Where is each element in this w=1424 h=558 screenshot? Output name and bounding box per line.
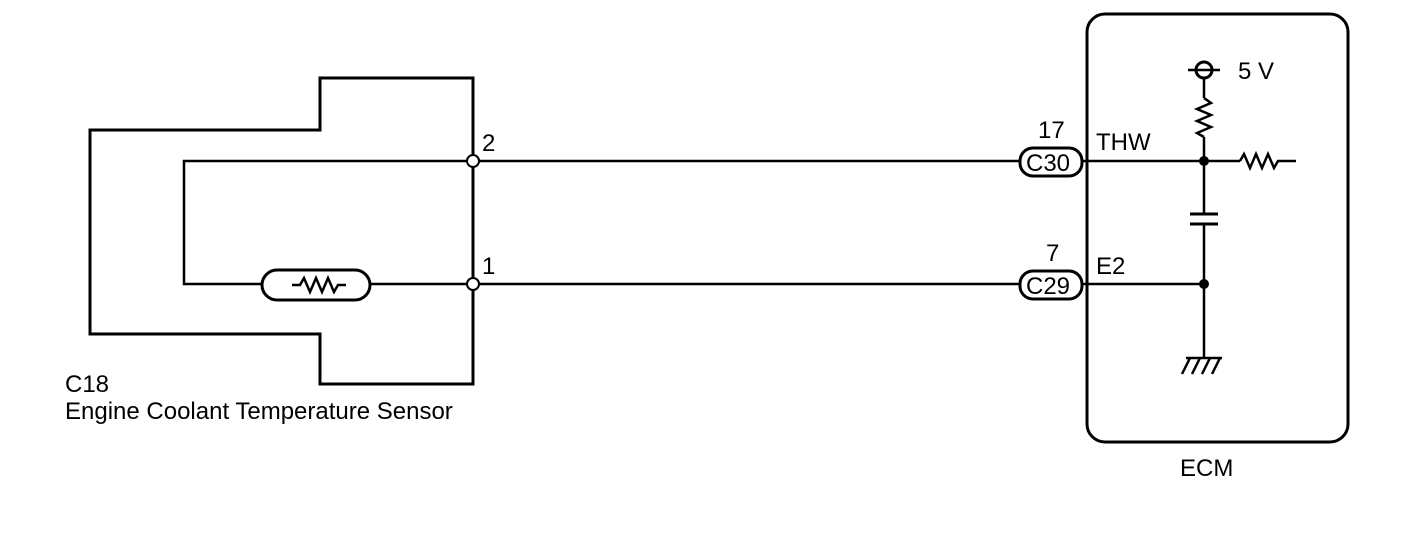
sensor-pin-2 [466,154,480,168]
pullup-resistor-icon [1193,96,1215,139]
sensor-code: C18 [65,371,109,398]
ecm-label: ECM [1180,455,1233,482]
ecm-box [1085,12,1350,444]
series-resistor-icon [1238,150,1296,172]
ground-icon [1180,357,1222,375]
signal-thw-label: THW [1096,129,1151,156]
thermistor-body [260,268,372,302]
supply-voltage-label: 5 V [1238,58,1274,85]
sensor-pin-1 [466,277,480,291]
signal-e2-label: E2 [1096,253,1125,280]
sensor-pin-1-label: 1 [482,253,495,280]
thermistor-resistor-symbol [292,274,346,296]
junction-e2-dot [1199,279,1209,289]
sensor-housing-outline [88,76,475,386]
junction-thw-dot [1199,156,1209,166]
sensor-pin-2-label: 2 [482,130,495,157]
sensor-internal-wire [182,159,473,286]
connector-c30-label: C30 [1026,150,1070,177]
sensor-name: Engine Coolant Temperature Sensor [65,398,453,425]
connector-c29-pin: 7 [1046,240,1059,267]
connector-c30-pin: 17 [1038,117,1065,144]
connector-c29-label: C29 [1026,273,1070,300]
